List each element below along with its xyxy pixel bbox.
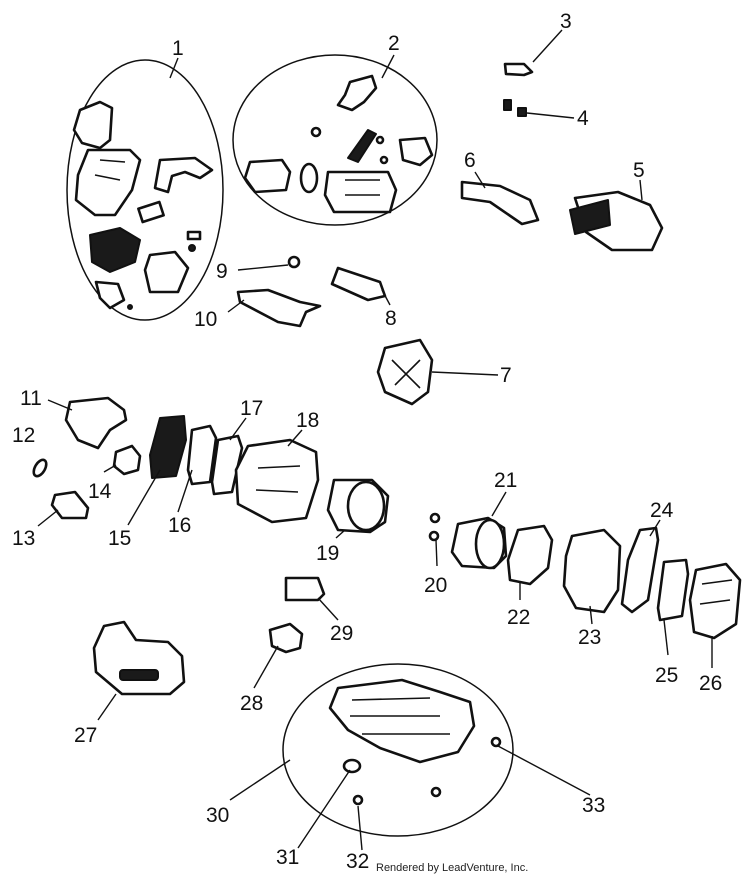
callout-20: 20	[424, 574, 447, 597]
callout-numbers: 1 2 3 4 5 6 7 8 9 10 11 12 13 14 15 16 1…	[12, 10, 722, 873]
callout-8: 8	[385, 307, 397, 330]
callout-5: 5	[633, 159, 645, 182]
group-ring-2	[232, 54, 438, 226]
parts-11-to-19	[32, 396, 390, 534]
callout-2: 2	[388, 32, 400, 55]
part-6	[460, 180, 540, 226]
callout-3: 3	[560, 10, 572, 33]
part-24	[620, 526, 660, 614]
part-group-2	[243, 74, 434, 214]
part-30-base	[328, 678, 476, 764]
part-10	[236, 288, 322, 328]
group-ring-30	[282, 663, 514, 837]
callout-10: 10	[194, 308, 217, 331]
part-9	[287, 255, 301, 269]
callout-7: 7	[500, 364, 512, 387]
callout-28: 28	[240, 692, 263, 715]
part-16	[186, 424, 218, 486]
part-29	[284, 576, 326, 602]
parts-20-to-26	[428, 512, 742, 640]
callout-17: 17	[240, 397, 263, 420]
callout-9: 9	[216, 260, 228, 283]
callout-19: 19	[316, 542, 339, 565]
part-32	[352, 794, 364, 806]
part-22	[506, 524, 554, 586]
part-18	[234, 438, 320, 524]
part-group-30	[328, 678, 502, 806]
callout-23: 23	[578, 626, 601, 649]
callout-4: 4	[577, 107, 589, 130]
part-26	[688, 562, 742, 640]
callout-33: 33	[582, 794, 605, 817]
callout-18: 18	[296, 409, 319, 432]
render-credit: Rendered by LeadVenture, Inc.	[376, 862, 529, 874]
callout-32: 32	[346, 850, 369, 873]
part-28	[268, 622, 304, 654]
leader-lines	[37, 29, 713, 851]
callout-31: 31	[276, 846, 299, 869]
part-31	[342, 758, 362, 774]
part-11	[64, 396, 128, 450]
part-8	[330, 266, 387, 302]
part-15	[149, 415, 187, 479]
parts-3-to-10	[236, 62, 664, 406]
callout-12: 12	[12, 424, 35, 447]
part-group-1	[72, 100, 214, 310]
part-23	[562, 528, 622, 614]
part-12	[32, 458, 48, 478]
part-17	[210, 434, 244, 496]
part-3	[503, 62, 534, 77]
callout-22: 22	[507, 606, 530, 629]
parts-27-to-29	[92, 576, 326, 696]
part-4b	[517, 107, 527, 117]
callout-30: 30	[206, 804, 229, 827]
part-25	[656, 558, 690, 622]
callout-6: 6	[464, 149, 476, 172]
part-33	[490, 736, 502, 748]
callout-29: 29	[330, 622, 353, 645]
part-20b	[428, 530, 440, 542]
part-20a	[429, 512, 441, 524]
callout-1: 1	[172, 37, 184, 60]
callout-26: 26	[699, 672, 722, 695]
callout-15: 15	[108, 527, 131, 550]
callout-16: 16	[168, 514, 191, 537]
part-27	[92, 620, 186, 696]
callout-11: 11	[20, 387, 42, 410]
callout-13: 13	[12, 527, 35, 550]
group-ring-1	[66, 59, 224, 321]
callout-21: 21	[494, 469, 517, 492]
part-4a	[503, 99, 512, 111]
callout-24: 24	[650, 499, 674, 522]
part-14	[112, 444, 142, 476]
part-13	[50, 490, 90, 520]
callout-27: 27	[74, 724, 97, 747]
callout-14: 14	[88, 480, 112, 503]
callout-25: 25	[655, 664, 678, 687]
